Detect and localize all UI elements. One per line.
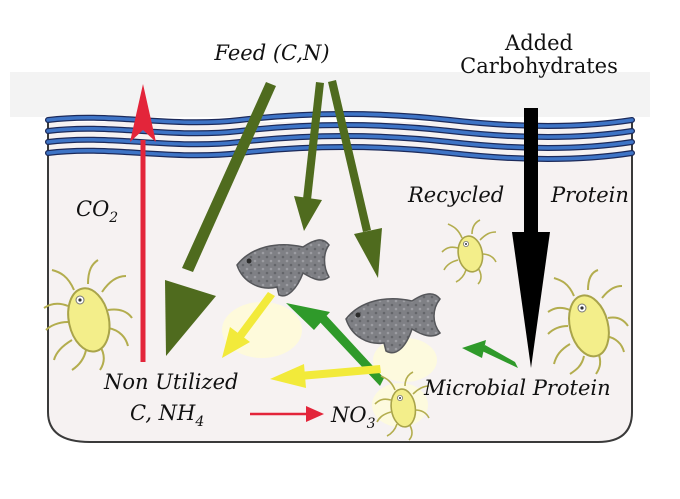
nitrification-arrow: [250, 406, 324, 422]
added-carbohydrates-arrow: [512, 108, 550, 368]
water-surface-band: [10, 72, 650, 117]
added-label: Added: [504, 31, 573, 55]
microbe-icon: [374, 371, 430, 441]
non-utilized-label: Non Utilized: [103, 370, 238, 394]
fish-icon: [345, 293, 442, 354]
fish-icon: [236, 239, 330, 297]
c-nh4-text: C, NH: [130, 401, 196, 425]
microbe-icon: [547, 269, 629, 375]
c-nh4-label: C, NH4: [130, 401, 204, 430]
no3-subscript: 3: [367, 416, 376, 432]
microbe-icon: [441, 219, 497, 285]
feed-arrows: [165, 80, 382, 356]
no3-text: NO: [330, 403, 367, 427]
microbial-protein-label: Microbial Protein: [423, 376, 611, 400]
co2-label: CO2: [76, 197, 118, 226]
microbe-icon: [43, 259, 133, 371]
carbohydrates-label: Carbohydrates: [460, 54, 618, 78]
feed-label: Feed (C,N): [213, 41, 329, 65]
tank: [47, 122, 633, 443]
nh4-subscript: 4: [194, 414, 204, 430]
co2-text: CO: [76, 197, 109, 221]
protein-label: Protein: [550, 183, 629, 207]
nutrient-arrows: [222, 292, 381, 388]
co2-arrow: [130, 84, 156, 362]
co2-subscript: 2: [108, 210, 118, 226]
recycled-label: Recycled: [407, 183, 504, 207]
no3-label: NO3: [330, 403, 376, 432]
